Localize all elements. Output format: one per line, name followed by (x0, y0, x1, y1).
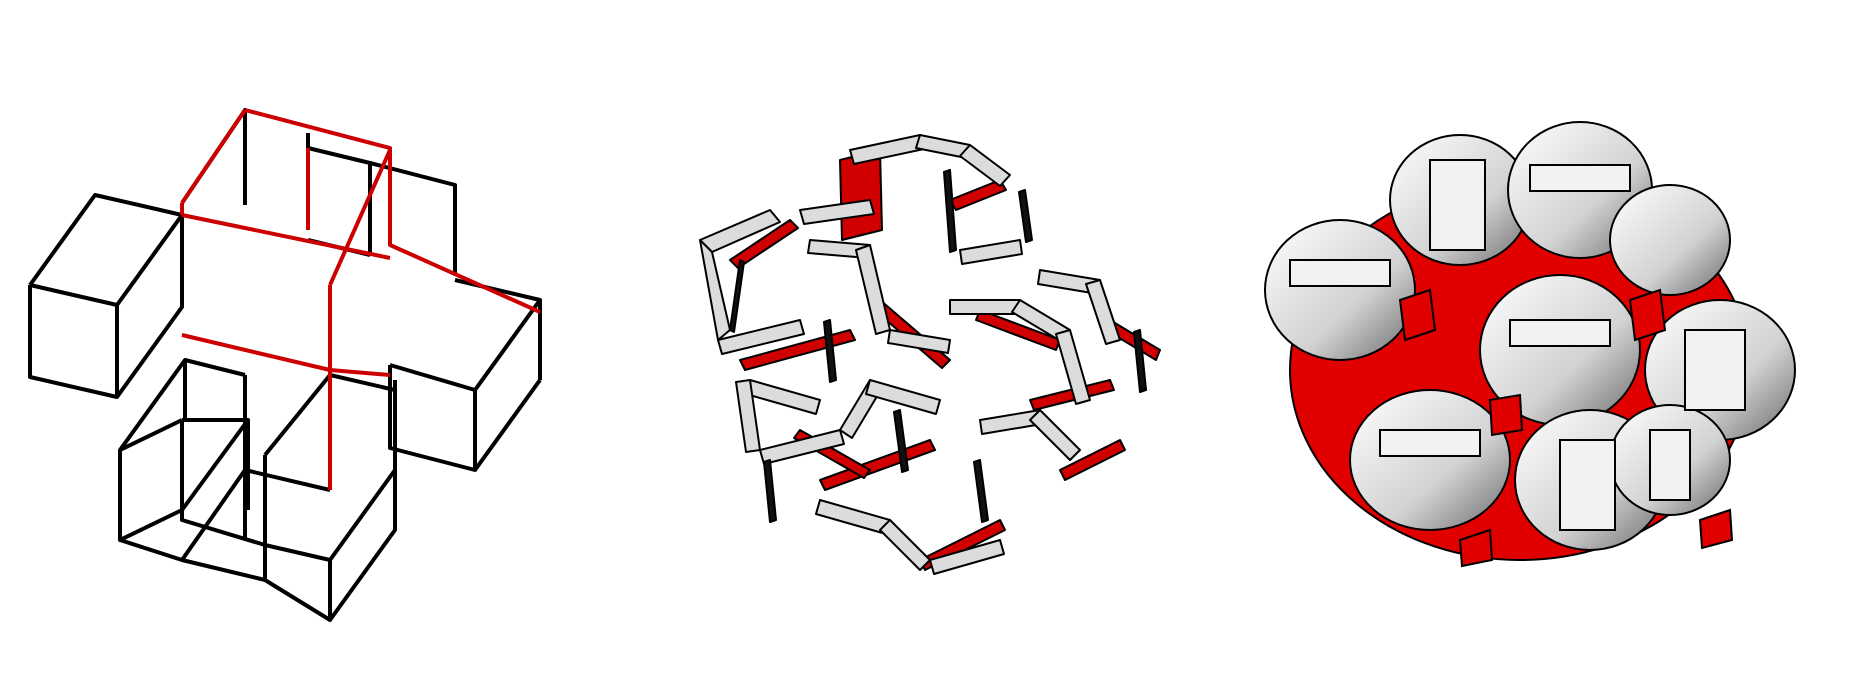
wireframe-cube-cross-icon (28, 108, 542, 622)
black-edges (28, 108, 542, 622)
dark-ribbon-sides (729, 169, 1147, 523)
red-gaps (1398, 288, 1734, 568)
woven-knot-icon (1264, 121, 1796, 568)
woven-strips (1289, 159, 1746, 531)
woven-knot-panel (1230, 0, 1854, 700)
woven-structure (1264, 121, 1796, 568)
ribbon-frame-icon (699, 134, 1161, 575)
red-struts (729, 149, 1161, 571)
red-highlight-edges (180, 108, 541, 490)
grey-ribbons (699, 134, 1121, 575)
ribbon-structure (699, 134, 1161, 575)
ribbon-frame-panel (620, 0, 1220, 700)
wireframe-cube-cross-panel (0, 0, 620, 700)
